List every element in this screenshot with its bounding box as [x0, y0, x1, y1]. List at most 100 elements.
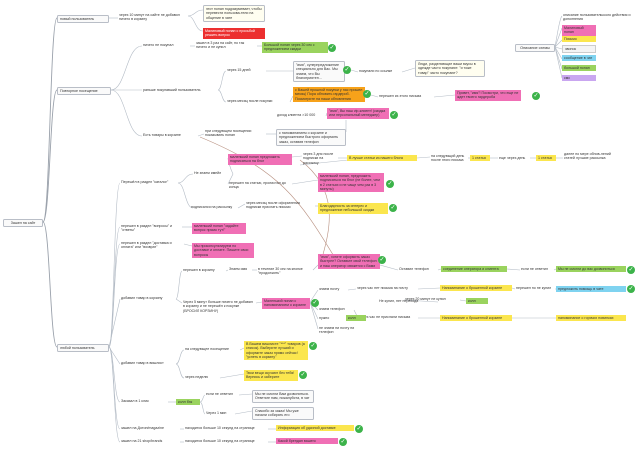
new-user-note: этот попап подразумевает, чтобы перевест…: [203, 5, 265, 22]
repeat-reminder[interactable]: с Вашей прошлой покупки у нас прошел мес…: [293, 87, 365, 102]
repeat-promo-result: Люди, разделяющие ваши вкусы в одежде ча…: [415, 60, 485, 77]
any-sorry[interactable]: Мы не смогли Вам дозвониться. Ответьте н…: [252, 390, 314, 403]
branch-any-user[interactable]: любой пользователь: [57, 344, 109, 353]
connector-line: [219, 373, 245, 379]
any-call-back[interactable]: Мы не смогли до вас дозвониться: [556, 266, 626, 273]
connector-line: [554, 46, 563, 50]
any-call-back-2[interactable]: колл бэк: [176, 399, 200, 406]
any-consult[interactable]: Мы проконсультируем по доставке и оплате…: [192, 243, 254, 258]
any-remind-1[interactable]: Напоминание о брошенной корзине: [440, 285, 512, 292]
connector-line: [42, 17, 58, 223]
new-user-timer: через 10 минут на сайте не добавил ничег…: [119, 13, 180, 22]
repeat-after-popup: перешел из этого письма: [379, 94, 422, 98]
repeat-big-popup[interactable]: Большой попап через 30 сек с предложение…: [262, 42, 328, 53]
any-wishlist[interactable]: В Вашем вишлисте "***" товаров (а список…: [244, 341, 308, 361]
connector-line: [417, 287, 441, 290]
connector-line: [238, 393, 253, 396]
connector-line: [225, 269, 229, 272]
root-node[interactable]: Зашел на сайт: [3, 219, 43, 228]
repeat-prepaid[interactable]: Привет, "имя"! Посмотри, что еще не ждет…: [455, 90, 521, 101]
connector-line: [554, 39, 563, 48]
any-after-week: еще через день: [499, 156, 526, 160]
repeat-next-visit: при следующем посещении показывать попап: [205, 129, 252, 138]
any-small-question[interactable]: маленький попап "задайте вопрос прямо ту…: [192, 223, 246, 234]
any-went-cart: перешел в корзину: [183, 268, 215, 272]
any-small-popup-2[interactable]: маленький попап, предложить подписаться …: [318, 173, 384, 193]
any-thanks-popup[interactable]: Благодарность за интерес и предложение н…: [318, 203, 388, 214]
legend-item: сообщение в чат: [562, 55, 596, 62]
any-after-week-2: через неделю: [185, 375, 209, 379]
repeat-promo[interactable]: "имя", суперпредложение специально для В…: [293, 61, 345, 83]
any-one-article[interactable]: 1 статья: [470, 155, 490, 162]
check-icon: [390, 111, 398, 119]
repeat-after-15: через 15 дней: [227, 68, 251, 72]
check-icon: [328, 44, 336, 52]
connector-line: [108, 346, 121, 403]
connector-line: [175, 349, 185, 365]
connector-line: [554, 46, 563, 70]
any-call-1[interactable]: колл: [466, 298, 488, 305]
check-icon: [363, 90, 371, 98]
connector-line: [459, 299, 467, 302]
check-icon: [389, 204, 397, 212]
any-offer-help[interactable]: предложить помощь в чате: [556, 286, 626, 293]
connector-line: [370, 94, 379, 98]
connector-line: [379, 264, 399, 271]
legend-title: Описание схемы: [515, 44, 555, 53]
legend-item: смс: [562, 75, 596, 82]
check-icon: [339, 438, 347, 446]
connector-line: [110, 45, 143, 91]
any-contacts: перешел в раздел "вопросы" и "ответы": [121, 224, 173, 233]
check-icon: [532, 92, 540, 100]
branch-new-user[interactable]: новый пользователь: [57, 15, 109, 24]
any-order-1click: Заказал в 1 клик: [121, 399, 149, 403]
any-not-buy: Не купил, нет перехода: [379, 299, 419, 303]
connector-line: [177, 173, 194, 184]
any-connect-operator[interactable]: соединение оператора и клиента: [441, 266, 507, 273]
connector-line: [187, 9, 204, 17]
any-know-email: знаем почту: [319, 287, 340, 291]
any-article-email[interactable]: В лучше статьи из нашего блога: [347, 155, 417, 162]
connector-line: [416, 156, 431, 159]
any-went-no: перешел но не купил: [516, 286, 552, 290]
any-order-fast[interactable]: "имя", хотите оформить заказ быстрее? Ос…: [318, 254, 380, 269]
new-user-red-popup[interactable]: Малиновый попап с просьбой решить вопрос: [203, 28, 265, 39]
connector-line: [506, 268, 521, 271]
any-which-brands[interactable]: Какой брендан вашего: [276, 438, 338, 445]
any-no-contact: не знаем ни почту ни телефон: [319, 326, 355, 335]
connector-line: [325, 112, 328, 117]
any-went-wish: добавил товар в вишлист: [121, 361, 164, 365]
any-need: нужно: [319, 316, 330, 320]
any-after-3-days: через 3 дня после подписки на рассылку: [303, 152, 334, 165]
any-things-wait[interactable]: Твои вещи скучают без тебя! Вернись и за…: [244, 370, 298, 381]
any-thanks-order[interactable]: Спасибо за заказ! Мы уже начали собирать…: [252, 407, 314, 420]
any-after-no-mail: через час нет письма на почту: [357, 286, 408, 290]
any-remind-3[interactable]: напоминание о горячих новинках: [556, 315, 626, 322]
any-small-cart[interactable]: Маленький попап с напоминанием о корзине: [262, 298, 310, 309]
connector-line: [437, 268, 442, 271]
repeat-vip[interactable]: "имя", Вы наш vip-клиент! (скидка или пе…: [327, 108, 389, 119]
branch-repeat-visit[interactable]: Повторное посещение: [57, 87, 111, 96]
check-icon: [627, 266, 635, 274]
connector-line: [403, 299, 439, 303]
check-icon: [355, 425, 363, 433]
connector-line: [108, 346, 121, 443]
any-small-popup-blog[interactable]: маленький попап предложить подписаться н…: [228, 154, 292, 165]
any-one-article-2[interactable]: 1 статья: [536, 155, 556, 162]
check-icon: [343, 66, 351, 74]
any-if-not: если не ответил: [206, 392, 233, 396]
any-after-5: Через 5 минут больше ничего не добавил в…: [183, 300, 253, 313]
any-sub-blog: подписался на рассылку: [191, 205, 233, 209]
connector-line: [511, 287, 516, 290]
connector-line: [42, 221, 58, 348]
repeat-items-in-cart: Есть товары в корзине: [143, 133, 181, 137]
any-no-email: Не знаем имейл: [194, 171, 222, 175]
connector-line: [175, 298, 183, 304]
any-remind-2[interactable]: Напоминание о брошенной корзине: [440, 315, 512, 322]
any-info-delivery[interactable]: Информация об удачной доставке: [276, 425, 354, 432]
check-icon: [386, 180, 394, 188]
any-stays-10b: находится больше 10 секунд на странице: [185, 439, 255, 443]
any-call-2[interactable]: колл: [346, 315, 366, 322]
repeat-cart-reminder[interactable]: с напоминанием о корзине и предложением …: [276, 129, 346, 146]
connector-line: [175, 363, 185, 379]
